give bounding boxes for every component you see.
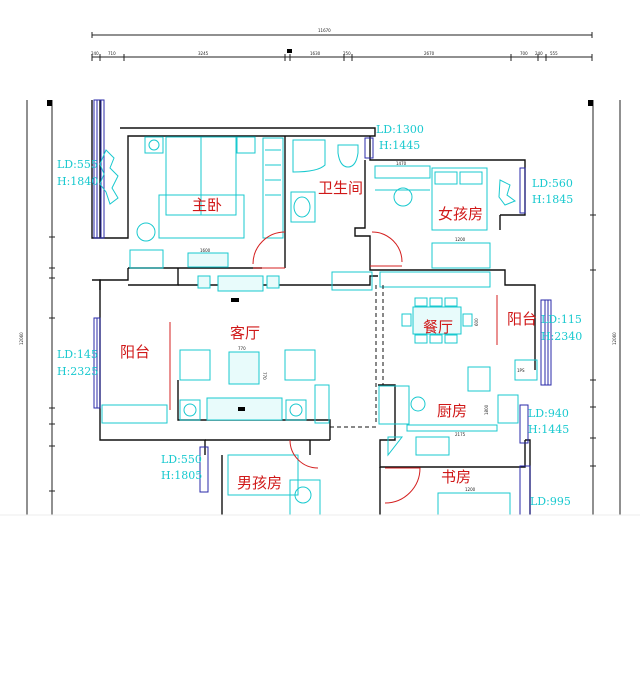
window-ld: LD:940 — [528, 407, 569, 420]
window-h: H:2340 — [541, 330, 582, 343]
room-girl: 女孩房 — [438, 205, 483, 223]
counter-dimension: 2175 — [455, 432, 466, 437]
left-total-dimension: 12060 — [19, 332, 24, 345]
coffee-table-width: 770 — [238, 346, 246, 351]
window-specs: LD:555 H:1840 LD:1300 H:1445 LD:560 H:18… — [57, 123, 582, 508]
window-ld: LD:555 — [57, 158, 98, 171]
study-desk-dimension: 1200 — [465, 487, 476, 492]
top-dimensions: 11670 240 710 3245 1630 250 2670 700 240… — [91, 28, 593, 61]
window-ld: LD:1300 — [376, 123, 424, 136]
window-h: H:1845 — [532, 193, 573, 206]
desk-dimension: 1470 — [396, 161, 407, 166]
marker-icon — [287, 49, 292, 53]
room-balcony-left: 阳台 — [120, 343, 150, 361]
dim-segment: 1630 — [310, 51, 321, 56]
window-ld: LD:115 — [541, 313, 582, 326]
window-ld: LD:145 — [57, 348, 98, 361]
room-labels: 主卧 卫生间 女孩房 客厅 阳台 餐厅 阳台 厨房 男孩房 书房 — [120, 179, 537, 492]
coffee-table — [228, 351, 260, 385]
room-living: 客厅 — [230, 324, 260, 342]
dim-segment: 555 — [550, 51, 558, 56]
dim-segment: 240 — [91, 51, 99, 56]
girl-bed — [431, 167, 488, 231]
window-h: H:1445 — [379, 139, 420, 152]
doors — [252, 231, 421, 504]
furniture: 1600 1470 1200 770 770 — [99, 136, 538, 516]
dim-segment: 3245 — [198, 51, 209, 56]
side-counter-dimension: 1800 — [484, 404, 489, 415]
dim-segment: 240 — [535, 51, 543, 56]
window-ld: LD:550 — [161, 453, 202, 466]
window-ld: LD:995 — [530, 495, 571, 508]
windows — [93, 99, 552, 516]
walls — [91, 100, 536, 515]
room-dining: 餐厅 — [423, 318, 453, 336]
dim-segment: 250 — [343, 51, 351, 56]
room-kitchen: 厨房 — [437, 402, 467, 420]
side-dimensions: 12060 12060 — [19, 100, 621, 515]
tv-dimension: 1600 — [200, 248, 211, 253]
window-h: H:1445 — [528, 423, 569, 436]
dim-segment: 2670 — [424, 51, 435, 56]
room-master-bedroom: 主卧 — [192, 196, 222, 214]
window-h: H:2325 — [57, 365, 98, 378]
dim-segment: 700 — [520, 51, 528, 56]
fridge-label: 1PS — [517, 368, 525, 373]
overall-dimension: 11670 — [318, 28, 331, 33]
dim-segment: 710 — [108, 51, 116, 56]
window-h: H:1840 — [57, 175, 98, 188]
boy-bed — [227, 454, 299, 496]
window-h: H:1805 — [161, 469, 202, 482]
dining-dimension: 600 — [474, 318, 479, 326]
wardrobe-dimension: 1200 — [455, 237, 466, 242]
room-study: 书房 — [441, 468, 471, 486]
room-boy: 男孩房 — [237, 474, 282, 492]
room-bathroom: 卫生间 — [318, 179, 363, 197]
room-balcony-right: 阳台 — [507, 310, 537, 328]
dining-table — [412, 306, 462, 335]
window-ld: LD:560 — [532, 177, 573, 190]
right-total-dimension: 12060 — [612, 332, 617, 345]
coffee-table-height: 770 — [262, 372, 267, 380]
